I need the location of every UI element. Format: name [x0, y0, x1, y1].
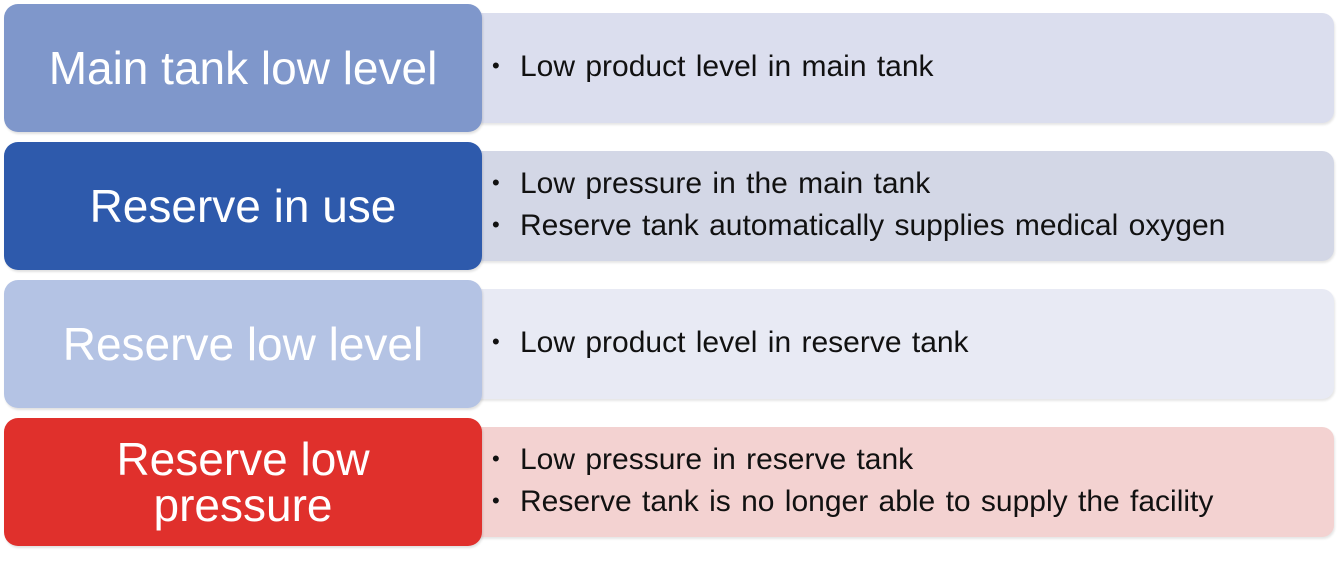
bullet-dot-icon: •	[492, 212, 500, 237]
bullet-text: Low pressure in the main tank	[520, 167, 931, 200]
bullet-item: • Low product level in main tank	[492, 47, 1334, 89]
bullet-text: Reserve tank automatically supplies medi…	[520, 209, 1226, 242]
bullet-item: • Reserve tank is no longer able to supp…	[492, 482, 1334, 524]
status-label-reserve-in-use: Reserve in use	[4, 142, 482, 270]
status-label-reserve-low-pressure: Reserve low pressure	[4, 418, 482, 546]
status-description: • Low product level in reserve tank	[478, 289, 1334, 399]
status-label-main-tank-low-level: Main tank low level	[4, 4, 482, 132]
bullet-dot-icon: •	[492, 488, 500, 513]
bullet-dot-icon: •	[492, 446, 500, 471]
bullet-item: • Low product level in reserve tank	[492, 323, 1334, 365]
status-description: • Low product level in main tank	[478, 13, 1334, 123]
status-title: Reserve low level	[62, 318, 424, 370]
bullet-text: Low product level in main tank	[520, 50, 934, 83]
bullet-item: • Low pressure in reserve tank	[492, 440, 1334, 482]
status-description: • Low pressure in reserve tank • Reserve…	[478, 427, 1334, 537]
bullet-dot-icon: •	[492, 170, 500, 195]
bullet-item: • Low pressure in the main tank	[492, 164, 1334, 206]
status-row-reserve-low-pressure: Reserve low pressure • Low pressure in r…	[0, 418, 1338, 546]
status-row-reserve-low-level: Reserve low level • Low product level in…	[0, 280, 1338, 408]
bullet-text: Low product level in reserve tank	[520, 326, 969, 359]
bullet-dot-icon: •	[492, 329, 500, 354]
bullet-dot-icon: •	[492, 53, 500, 78]
status-row-main-tank-low-level: Main tank low level • Low product level …	[0, 4, 1338, 132]
status-row-reserve-in-use: Reserve in use • Low pressure in the mai…	[0, 142, 1338, 270]
status-description: • Low pressure in the main tank • Reserv…	[478, 151, 1334, 261]
status-label-reserve-low-level: Reserve low level	[4, 280, 482, 408]
bullet-text: Low pressure in reserve tank	[520, 443, 914, 476]
bullet-item: • Reserve tank automatically supplies me…	[492, 206, 1334, 248]
status-title: Reserve in use	[89, 180, 397, 232]
status-title: Main tank low level	[48, 42, 438, 94]
bullet-text: Reserve tank is no longer able to supply…	[520, 485, 1214, 518]
status-title: Reserve low pressure	[116, 433, 370, 531]
